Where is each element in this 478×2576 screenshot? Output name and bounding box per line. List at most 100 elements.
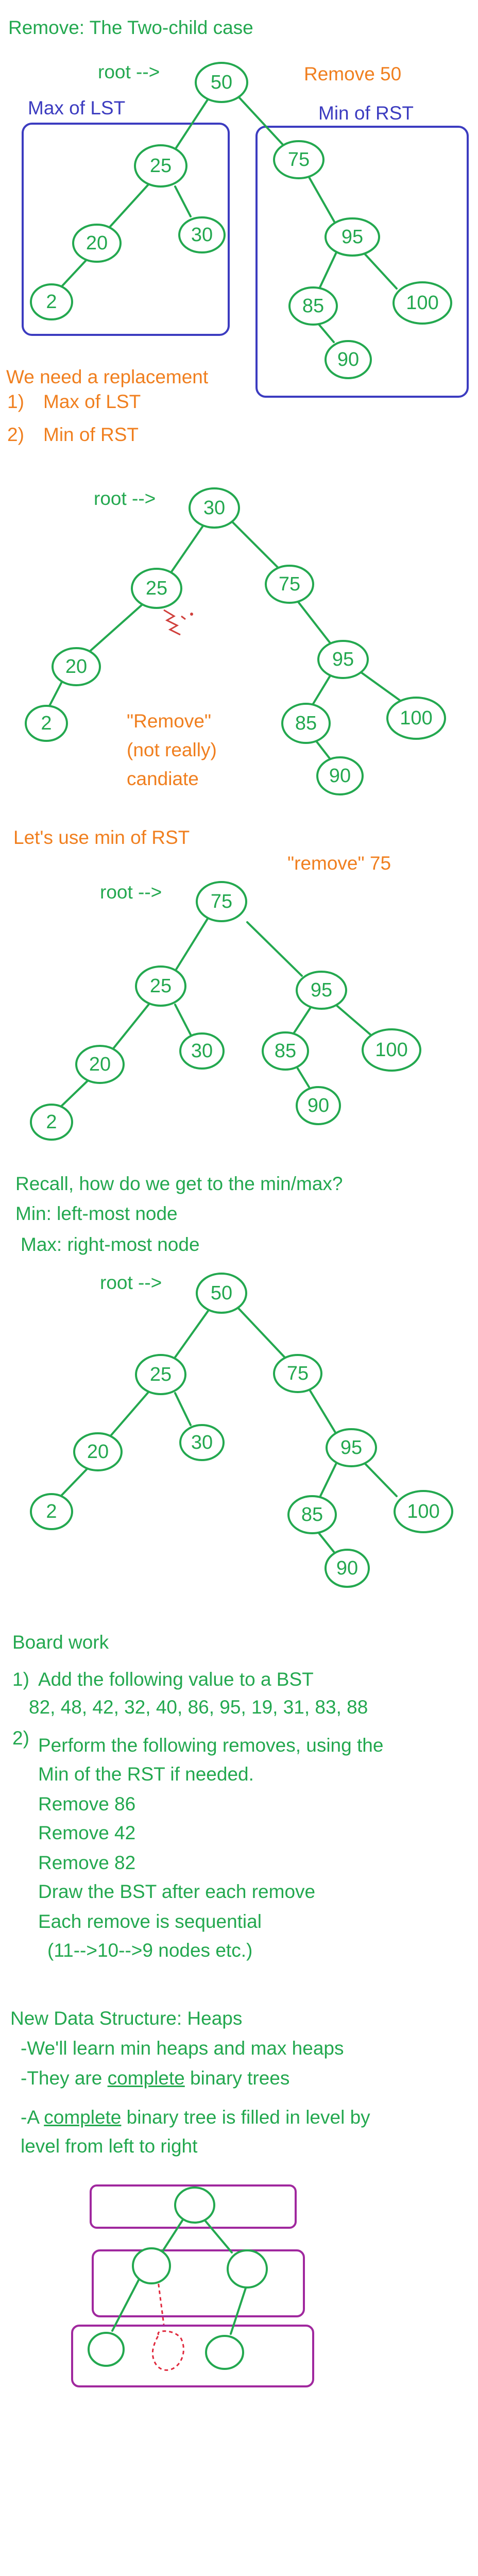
- node-circle: [265, 565, 314, 604]
- node-label: 75: [211, 891, 232, 912]
- remove-note: Remove 50: [304, 63, 402, 84]
- board-title: Board work: [12, 1632, 109, 1653]
- node-circle: [189, 487, 240, 529]
- node-circle: [325, 1549, 370, 1588]
- node-label: 25: [150, 975, 172, 997]
- replacement-option2: Min of RST: [43, 424, 139, 445]
- node-label: 85: [302, 295, 324, 317]
- node-label: 25: [150, 1364, 172, 1385]
- node-label: 90: [329, 765, 351, 787]
- node-label: 95: [342, 226, 363, 248]
- node-label: 30: [191, 1040, 213, 1062]
- node-label: 85: [301, 1504, 323, 1526]
- node-label: 95: [340, 1437, 362, 1459]
- node-circle: [179, 1424, 225, 1461]
- root-label: root -->: [100, 882, 162, 903]
- tree1-edges: [59, 90, 398, 343]
- board-item2-line1: Perform the following removes, using the: [38, 1735, 384, 1756]
- board-item2-num: 2): [12, 1727, 29, 1749]
- node-label: 75: [279, 573, 300, 595]
- tree4-nodes: 50 25 20 30 2 75 95 85 100 90: [30, 1273, 453, 1588]
- board-item1-num: 1): [12, 1669, 29, 1690]
- heaps-line3-pre: -A: [21, 2107, 44, 2128]
- node-circle: [317, 640, 369, 679]
- scribble-dot: [190, 613, 193, 616]
- node-circle: [72, 224, 122, 263]
- node-circle: [273, 1354, 322, 1393]
- heap-empty-slot: [151, 2330, 184, 2371]
- board-remove: Remove 42: [38, 1822, 136, 1843]
- node-circle: [386, 697, 446, 740]
- node-label: 20: [87, 1441, 109, 1463]
- scribble-mark: [163, 609, 186, 636]
- node-circle: [52, 647, 101, 686]
- node-label: 75: [288, 149, 310, 171]
- candidate-note-line1: "Remove": [127, 710, 212, 732]
- node-circle: [134, 144, 187, 188]
- lst-box: [22, 123, 230, 336]
- node-circle: [316, 756, 364, 795]
- tree2-nodes: 30 25 20 2 75 95 85 100 90: [25, 487, 446, 795]
- tree3-nodes: 75 25 20 30 2 95 85 100 90: [30, 881, 421, 1141]
- node-label: 95: [311, 979, 332, 1001]
- heaps-line2-post: binary trees: [184, 2067, 290, 2089]
- tree3-edges: [59, 912, 375, 1109]
- node-label: 100: [407, 1501, 439, 1522]
- remove-75-note: "remove" 75: [287, 853, 391, 874]
- heap-level-box: [71, 2325, 314, 2387]
- node-label: 95: [332, 649, 354, 670]
- node-circle: [281, 703, 331, 744]
- replacement-option1-num: 1): [7, 391, 24, 412]
- node-circle: [326, 1428, 377, 1467]
- board-item1-values: 82, 48, 42, 32, 40, 86, 95, 19, 31, 83, …: [29, 1697, 368, 1718]
- root-label: root -->: [98, 61, 160, 82]
- node-circle: [325, 340, 372, 379]
- node-label: 25: [146, 578, 167, 599]
- node-label: 20: [65, 656, 87, 677]
- node-label: 2: [41, 713, 52, 734]
- node-label: 2: [46, 1111, 57, 1133]
- recall-question: Recall, how do we get to the min/max?: [15, 1173, 343, 1194]
- board-item1: Add the following value to a BST: [38, 1669, 314, 1690]
- node-label: 25: [150, 155, 172, 177]
- heap-level-box: [92, 2249, 305, 2317]
- replacement-heading: We need a replacement: [6, 366, 209, 387]
- heap-node: [174, 2187, 215, 2224]
- node-label: 90: [337, 349, 359, 370]
- heaps-line2: -They are complete binary trees: [21, 2067, 290, 2089]
- node-label: 30: [191, 1432, 213, 1453]
- node-label: 100: [375, 1039, 407, 1061]
- node-circle: [75, 1045, 125, 1084]
- heaps-line3-underlined: complete: [44, 2107, 122, 2128]
- board-remove: Remove 82: [38, 1852, 136, 1873]
- node-circle: [30, 283, 73, 320]
- heaps-line2-underlined: complete: [107, 2067, 185, 2089]
- node-circle: [287, 1495, 337, 1534]
- heap-diagram: [71, 2184, 314, 2387]
- node-circle: [273, 140, 325, 179]
- candidate-note-line2: (not really): [127, 739, 217, 760]
- node-label: 50: [211, 1282, 232, 1304]
- node-circle: [178, 216, 226, 253]
- node-circle: [362, 1028, 421, 1072]
- node-circle: [135, 965, 186, 1007]
- lst-label: Max of LST: [28, 97, 126, 118]
- board-draw: Draw the BST after each remove: [38, 1881, 316, 1902]
- candidate-note-line3: candiate: [127, 768, 199, 789]
- node-circle: [196, 1273, 247, 1314]
- node-circle: [288, 286, 338, 326]
- node-circle: [394, 1490, 453, 1533]
- node-label: 2: [46, 1501, 57, 1522]
- heap-level-box: [90, 2184, 297, 2229]
- board-sequence-note: (11-->10-->9 nodes etc.): [47, 1940, 253, 1961]
- node-circle: [296, 971, 347, 1010]
- node-circle: [135, 1354, 186, 1395]
- node-label: 100: [406, 292, 438, 314]
- node-label: 85: [295, 713, 317, 734]
- section3-heading: Let's use min of RST: [13, 827, 190, 848]
- node-circle: [30, 1104, 73, 1141]
- node-label: 50: [211, 72, 232, 93]
- heap-node: [132, 2247, 171, 2284]
- node-label: 90: [336, 1557, 358, 1579]
- node-circle: [392, 281, 452, 325]
